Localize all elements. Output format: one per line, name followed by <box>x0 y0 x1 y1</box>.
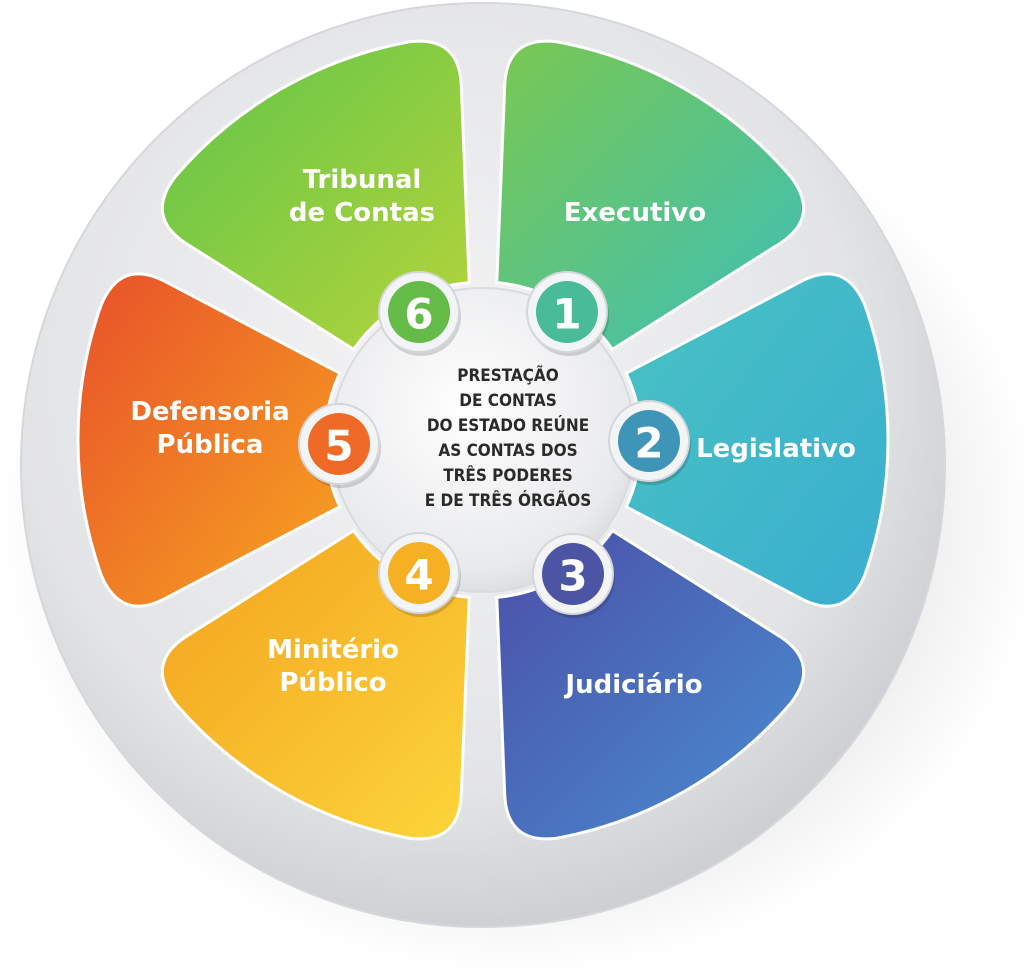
badge-number: 4 <box>404 551 433 600</box>
badge-number: 2 <box>634 419 663 468</box>
number-badge-6: 6 <box>378 271 461 356</box>
center-text-line: AS CONTAS DOS <box>438 441 577 461</box>
center-text-line: DO ESTADO REÚNE <box>427 414 589 436</box>
segment-label-3: Judiciário <box>563 670 702 700</box>
segment-label-2: Legislativo <box>696 434 856 464</box>
number-badge-1: 1 <box>526 271 609 356</box>
number-badge-5: 5 <box>298 403 381 488</box>
center-text-line: DE CONTAS <box>459 391 556 411</box>
center-text-line: PRESTAÇÃO <box>457 363 558 386</box>
number-badges: 1 2 3 4 5 6 <box>298 271 691 618</box>
number-badge-3: 3 <box>532 533 615 618</box>
badge-number: 6 <box>404 290 433 339</box>
number-badge-4: 4 <box>378 532 461 617</box>
center-text: PRESTAÇÃO DE CONTAS DO ESTADO REÚNE AS CONT… <box>425 363 591 511</box>
number-badge-2: 2 <box>608 400 691 485</box>
badge-number: 1 <box>552 290 581 339</box>
center-text-line: E DE TRÊS ÓRGÃOS <box>425 488 591 511</box>
badge-number: 5 <box>324 422 353 471</box>
badge-number: 3 <box>558 552 587 601</box>
center-text-line: TRÊS PODERES <box>443 464 573 486</box>
segment-label-1: Executivo <box>564 198 706 228</box>
